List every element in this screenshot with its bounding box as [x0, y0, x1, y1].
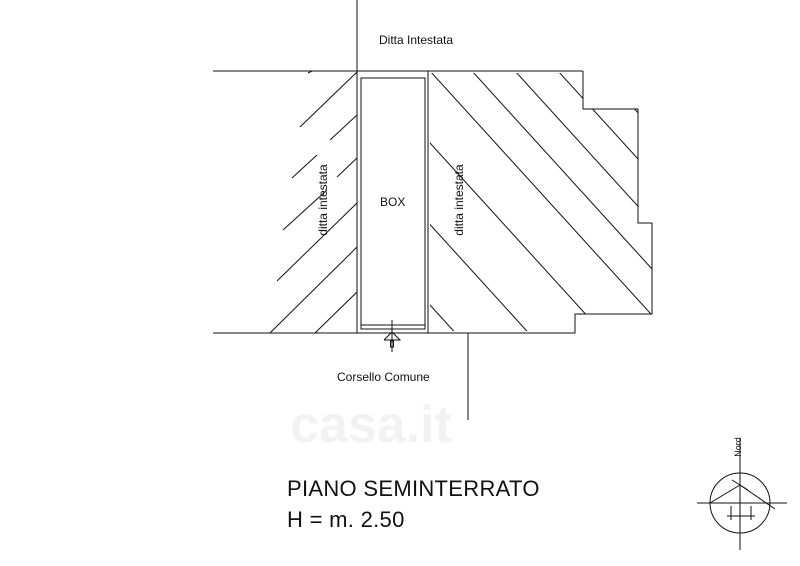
plan-height: H = m. 2.50 [287, 507, 405, 532]
north-compass-icon [697, 438, 787, 550]
label-corsello: Corsello Comune [337, 370, 430, 384]
label-box: BOX [380, 195, 406, 209]
entrance-arrow-icon [383, 320, 402, 352]
box-rectangle [360, 77, 426, 330]
compass-label: Nord [733, 437, 743, 457]
right-outline [428, 71, 653, 334]
label-right-ditta: ditta intestata [452, 164, 466, 236]
label-top-ditta: Ditta Intestata [379, 33, 454, 47]
left-hatching [269, 70, 358, 334]
label-left-ditta: ditta intestata [316, 164, 330, 236]
watermark: casa.it [290, 396, 452, 454]
plan-title: PIANO SEMINTERRATO [287, 476, 540, 501]
